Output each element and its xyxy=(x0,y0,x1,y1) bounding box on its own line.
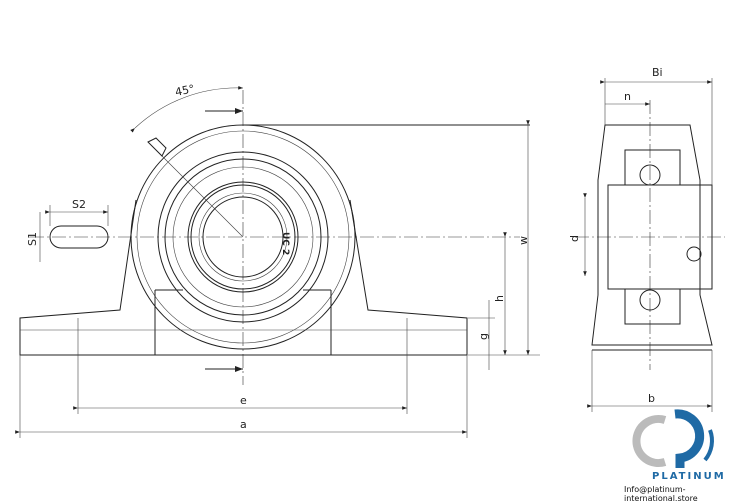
bearing-mark: UC 2 xyxy=(280,232,290,255)
a-label: a xyxy=(240,418,247,431)
platinum-logo xyxy=(632,409,714,468)
brand-email: Info@platinum-international.store xyxy=(624,485,698,503)
b-label: b xyxy=(648,392,655,405)
h-label: h xyxy=(493,295,506,302)
e-label: e xyxy=(240,394,247,407)
side-view: Bi n d b xyxy=(568,66,725,412)
s1-label: S1 xyxy=(26,232,39,246)
bi-label: Bi xyxy=(652,66,663,79)
n-label: n xyxy=(624,90,631,103)
d-label: d xyxy=(568,235,581,242)
angle-label: 45° xyxy=(174,82,196,99)
brand-name: PLATINUM xyxy=(652,471,726,482)
g-label: g xyxy=(477,333,490,340)
w-label: w xyxy=(517,236,530,245)
front-view: 45° UC 2 S2 S1 w h g e a xyxy=(15,82,540,438)
s2-label: S2 xyxy=(72,198,86,211)
